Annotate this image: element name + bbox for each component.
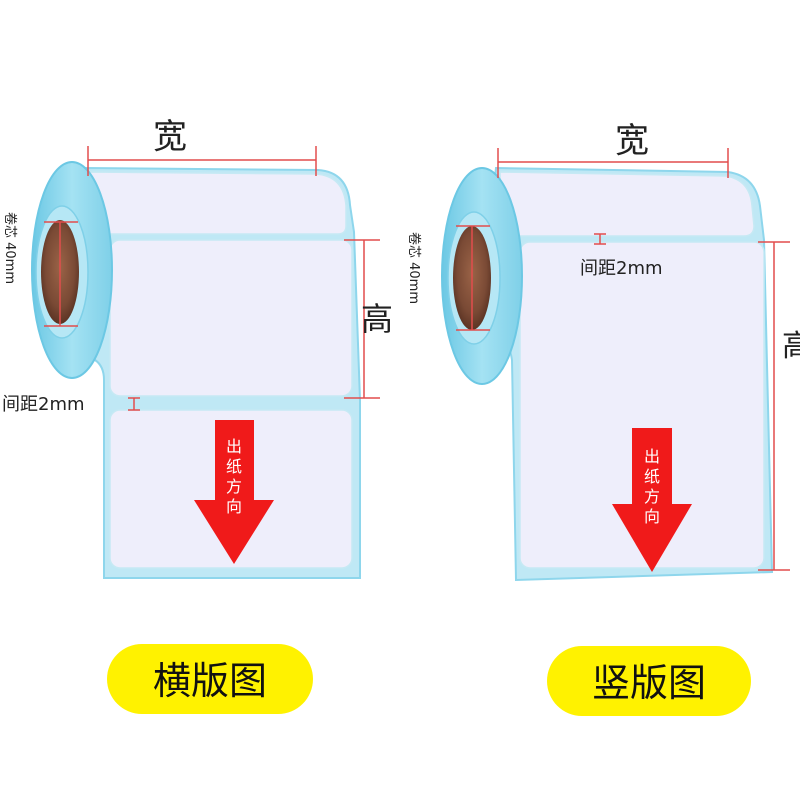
left-label-middle <box>109 239 353 397</box>
left-feed-char-2: 纸 <box>226 457 242 476</box>
right-feed-arrow <box>612 428 692 572</box>
right-panel: 宽 高 卷芯 40mm 间距2mm 出 纸 方 向 竖版图 <box>406 121 800 716</box>
left-feed-char-3: 方 <box>226 477 242 496</box>
right-label-top <box>499 171 755 237</box>
right-feed-char-2: 纸 <box>644 467 660 486</box>
right-height-label: 高 <box>782 329 800 364</box>
right-feed-char-4: 向 <box>644 507 660 526</box>
right-width-label: 宽 <box>615 121 649 161</box>
left-panel: 宽 高 卷芯 40mm 间距2mm 出 纸 方 向 横版图 <box>2 117 393 714</box>
left-core-dimension <box>44 221 78 327</box>
left-caption-badge <box>107 644 313 714</box>
left-gap-label: 间距2mm <box>2 394 85 415</box>
left-core-label: 卷芯 40mm <box>2 212 18 284</box>
right-core-dimension <box>456 225 490 331</box>
right-core-label: 卷芯 40mm <box>406 232 422 304</box>
left-feed-char-4: 向 <box>226 497 242 516</box>
left-height-dimension <box>344 239 380 399</box>
left-width-dimension <box>87 146 317 176</box>
left-gap-marker <box>128 397 140 411</box>
left-width-label: 宽 <box>153 117 187 157</box>
right-caption-badge <box>547 646 751 716</box>
right-feed-char-3: 方 <box>644 487 660 506</box>
right-label-main <box>519 241 765 569</box>
right-width-dimension <box>497 148 729 178</box>
left-height-label: 高 <box>361 300 393 338</box>
right-gap-marker <box>594 233 606 245</box>
left-feed-arrow <box>194 420 274 564</box>
left-label-top <box>89 171 347 235</box>
left-caption-text: 横版图 <box>153 659 267 703</box>
right-gap-label: 间距2mm <box>580 258 663 279</box>
right-caption-text: 竖版图 <box>592 661 706 705</box>
right-feed-char-1: 出 <box>644 447 660 466</box>
left-feed-char-1: 出 <box>226 437 242 456</box>
right-height-dimension <box>758 241 790 571</box>
